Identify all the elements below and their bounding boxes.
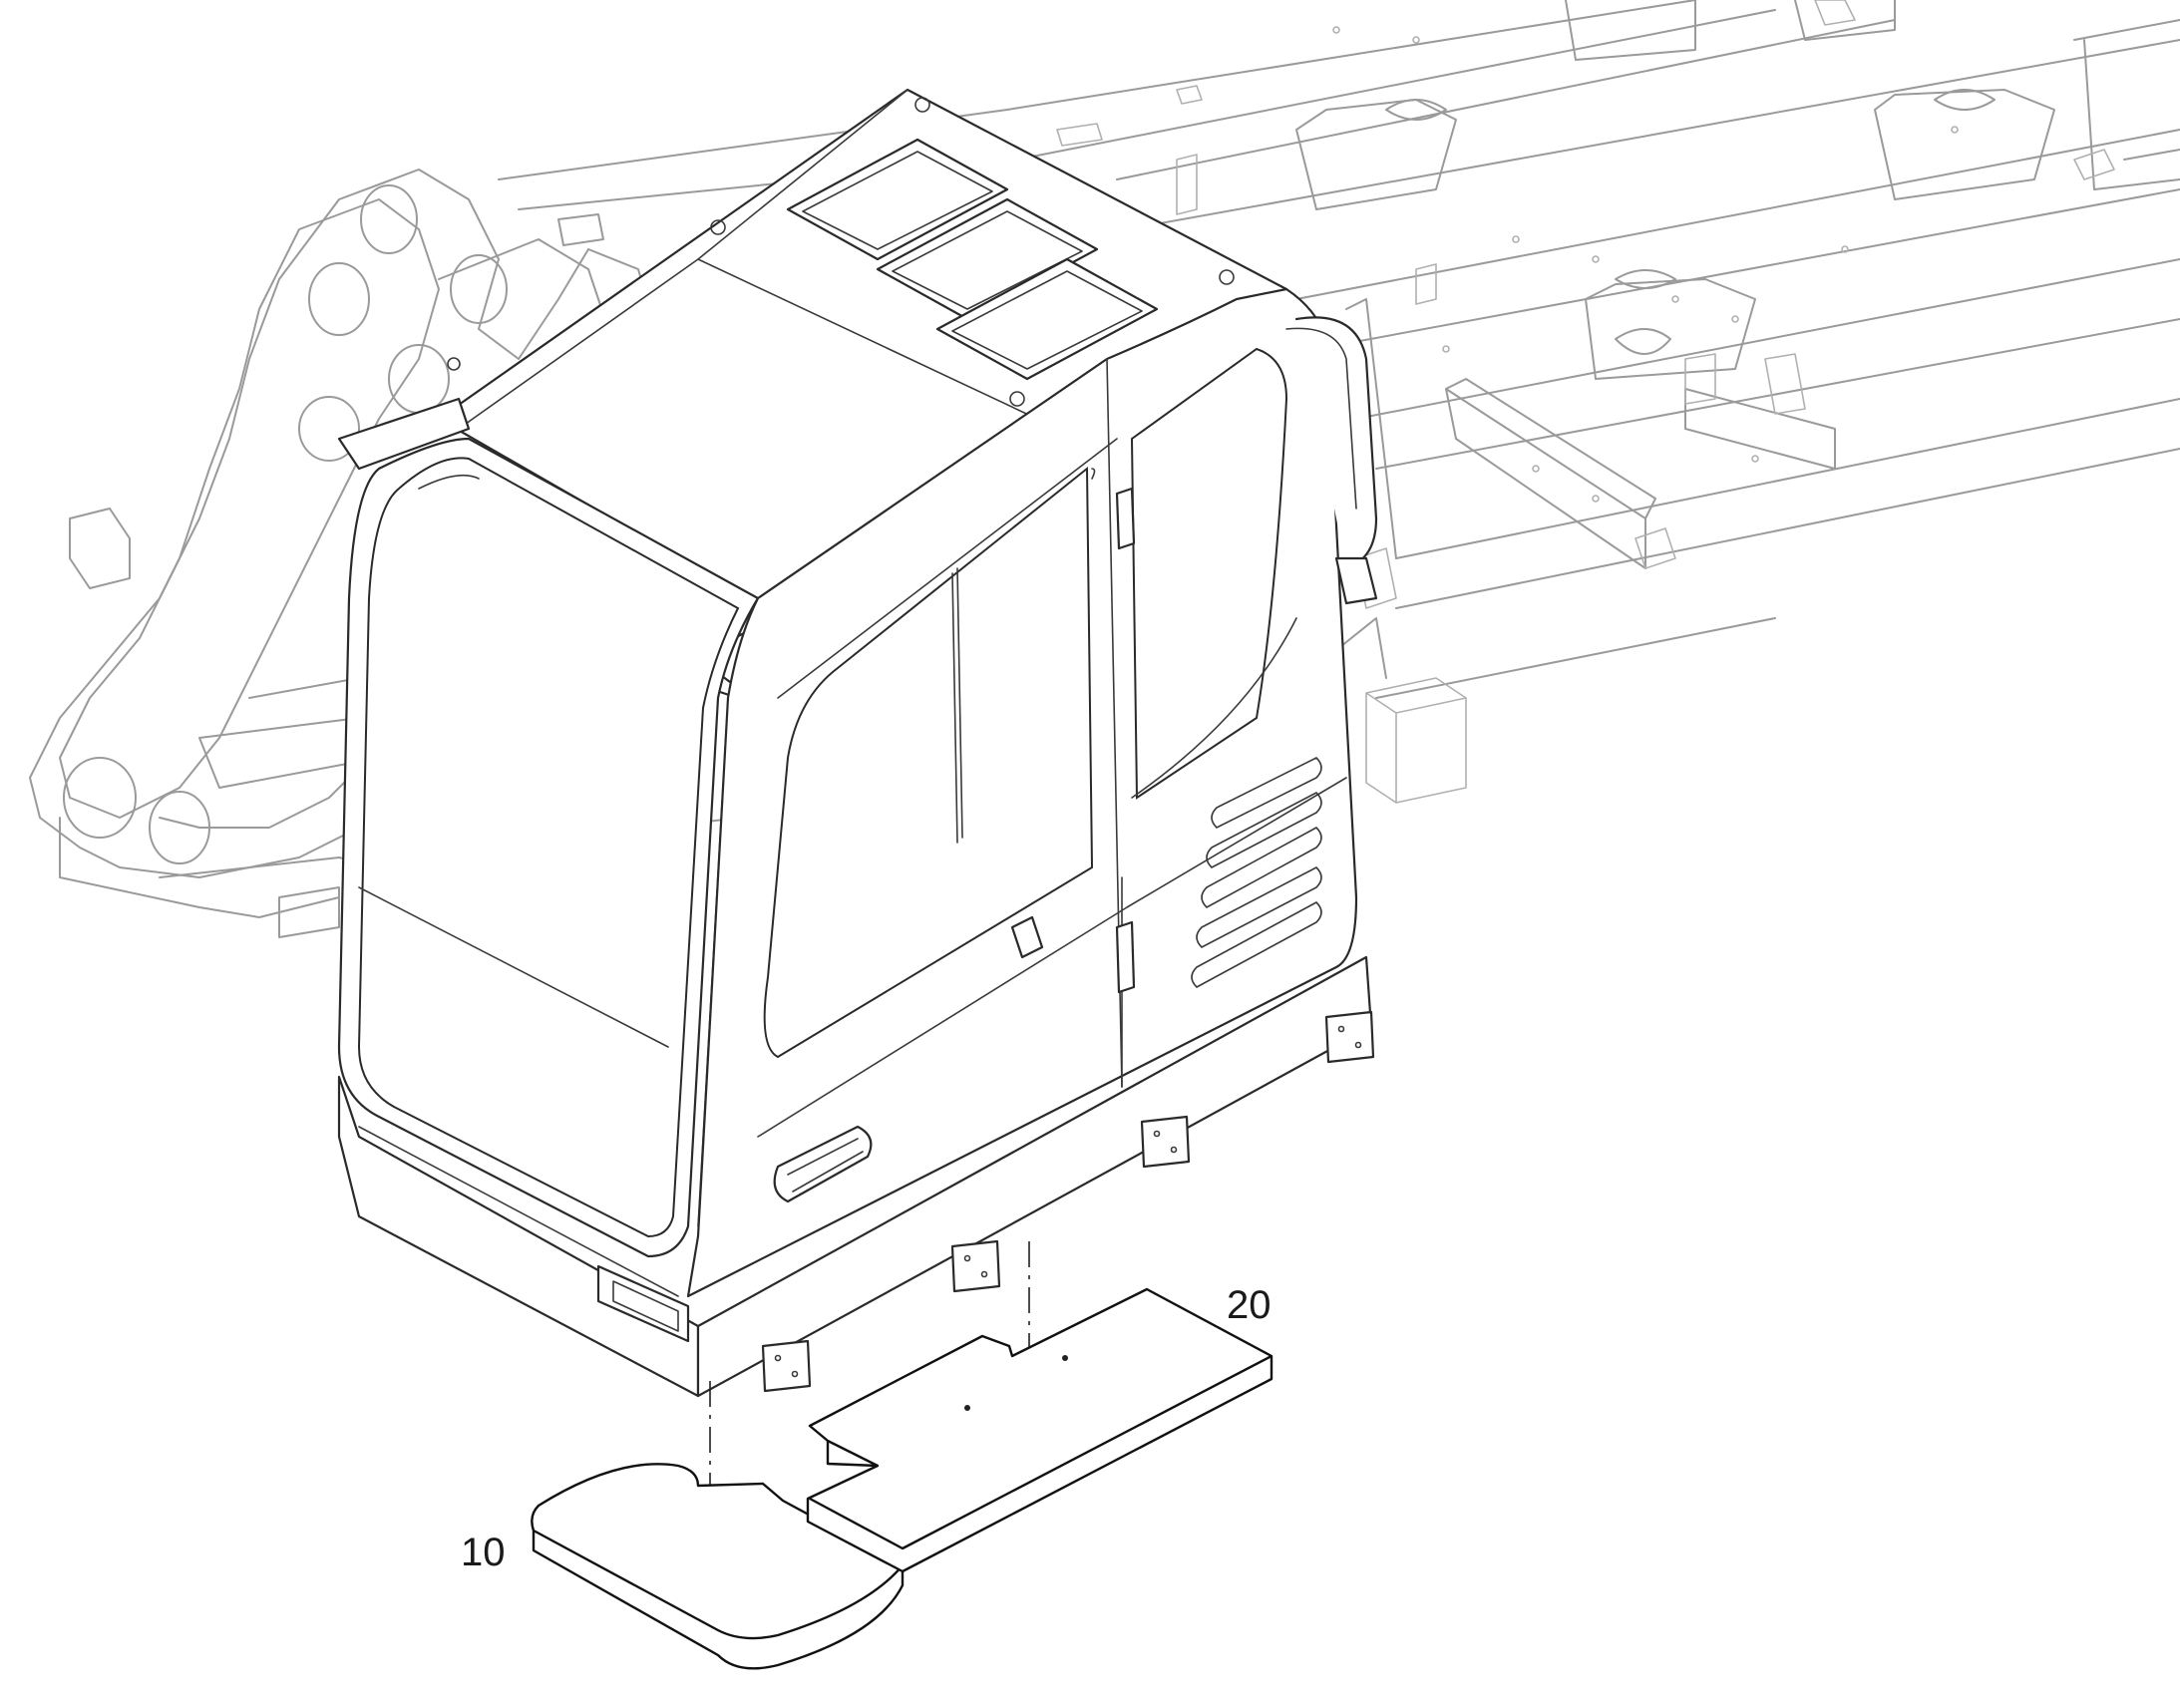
callout-label-front-mat: 10: [461, 1531, 506, 1574]
floor-mat-rear: [806, 1287, 1273, 1573]
floor-mat-front: [531, 1463, 905, 1670]
callout-label-rear-mat: 20: [1227, 1283, 1272, 1327]
operator-cab: [337, 88, 1378, 1398]
chassis-frame: [29, 0, 2180, 938]
